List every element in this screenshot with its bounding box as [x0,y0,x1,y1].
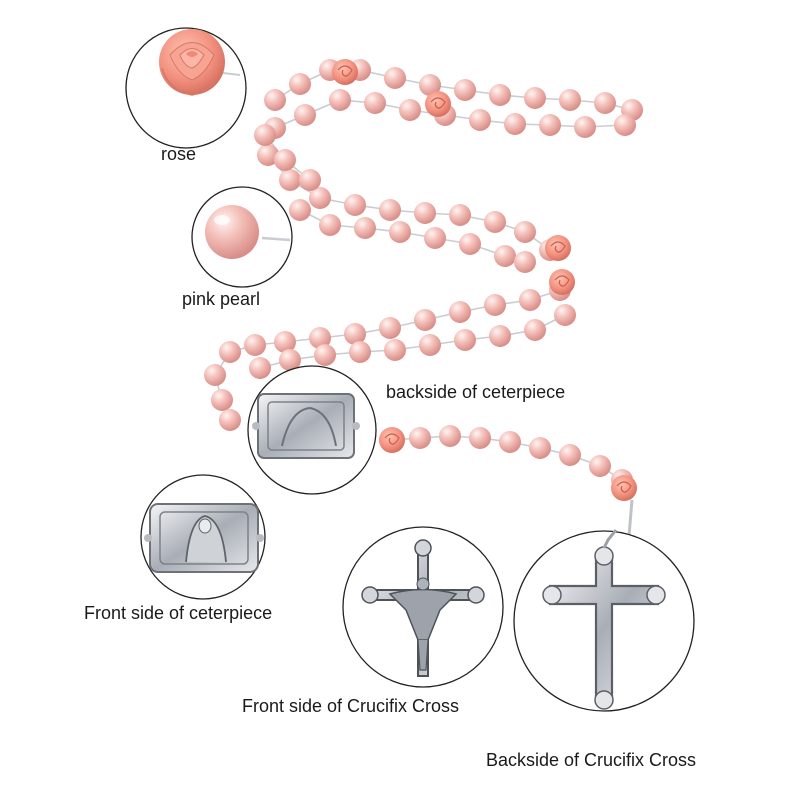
crucifix-back-inset [513,529,695,712]
pearl-bead [454,79,476,101]
pearl-bead [539,114,561,136]
pearl-bead [389,221,411,243]
pearl-detail-inset [191,186,293,288]
label-front-centerpiece: Front side of ceterpiece [84,603,273,623]
rose-beads [332,59,637,501]
pearl-bead [459,233,481,255]
pearl-bead [519,289,541,311]
rose-bead [549,269,575,295]
pearl-bead [314,344,336,366]
pearl-bead [414,202,436,224]
pearl-bead [594,92,616,114]
pearl-bead [589,455,611,477]
centerpiece-back-icon [252,393,360,459]
pearl-bead [384,67,406,89]
pearl-bead [344,323,366,345]
pearl-bead [354,217,376,239]
pearl-bead [514,221,536,243]
pearl-bead [349,341,371,363]
label-pink-pearl: pink pearl [182,289,261,309]
pearl-beads [204,59,643,491]
pearl-bead [279,169,301,191]
rose-bead [611,475,637,501]
pearl-bead [419,74,441,96]
pearl-bead [379,199,401,221]
pearl-bead [409,427,431,449]
pearl-bead [257,144,279,166]
pearl-bead [399,99,421,121]
pearl-bead [211,389,233,411]
pearl-bead [309,187,331,209]
label-backside-crucifix: Backside of Crucifix Cross [486,750,697,770]
pearl-bead [504,113,526,135]
crucifix-front-icon [361,539,485,677]
pearl-bead [219,409,241,431]
rose-detail-inset [125,27,247,149]
pearl-bead [249,357,271,379]
pearl-bead [364,92,386,114]
pearl-bead [499,431,521,453]
pearl-bead [244,334,266,356]
pearl-bead [294,104,316,126]
centerpiece-back-inset [247,365,377,495]
pearl-bead [384,339,406,361]
pearl-bead [274,331,296,353]
pearl-bead [264,89,286,111]
pearl-bead [279,349,301,371]
pearl-bead [419,334,441,356]
pearl-bead [204,364,226,386]
pearl-bead [219,341,241,363]
rose-icon [159,29,225,96]
pearl-bead [514,251,536,273]
label-front-crucifix: Front side of Crucifix Cross [242,696,460,716]
pearl-bead [489,84,511,106]
pearl-bead [529,437,551,459]
pearl-bead [494,245,516,267]
pearl-bead [484,294,506,316]
pearl-bead [319,214,341,236]
crucifix-back-icon [542,529,666,710]
pearl-icon [205,205,259,259]
pearl-bead [379,317,401,339]
pearl-bead [299,169,321,191]
rose-bead [545,235,571,261]
pearl-bead [614,114,636,136]
rose-bead [332,59,358,85]
pearl-bead [424,227,446,249]
pearl-bead [344,194,366,216]
pearl-bead [254,124,276,146]
rose-bead [379,427,405,453]
pearl-bead [469,109,491,131]
crucifix-front-inset [342,526,504,688]
pearl-bead [274,149,296,171]
pearl-bead [524,87,546,109]
pearl-bead [449,204,471,226]
pearl-bead [454,329,476,351]
pearl-bead [469,427,491,449]
pearl-bead [554,304,576,326]
pearl-bead [414,309,436,331]
pearl-bead [289,199,311,221]
pearl-bead [309,327,331,349]
pearl-bead [524,319,546,341]
label-backside-centerpiece: backside of ceterpiece [386,382,566,402]
pearl-bead [449,301,471,323]
label-rose: rose [161,144,197,164]
pearl-bead [489,325,511,347]
pearl-bead [559,89,581,111]
rose-bead [425,91,451,117]
pearl-bead [289,73,311,95]
centerpiece-front-inset [140,474,266,600]
pearl-bead [439,425,461,447]
centerpiece-front-icon [144,503,264,573]
pearl-bead [574,116,596,138]
pearl-bead [559,444,581,466]
pearl-bead [484,211,506,233]
pearl-bead [329,89,351,111]
